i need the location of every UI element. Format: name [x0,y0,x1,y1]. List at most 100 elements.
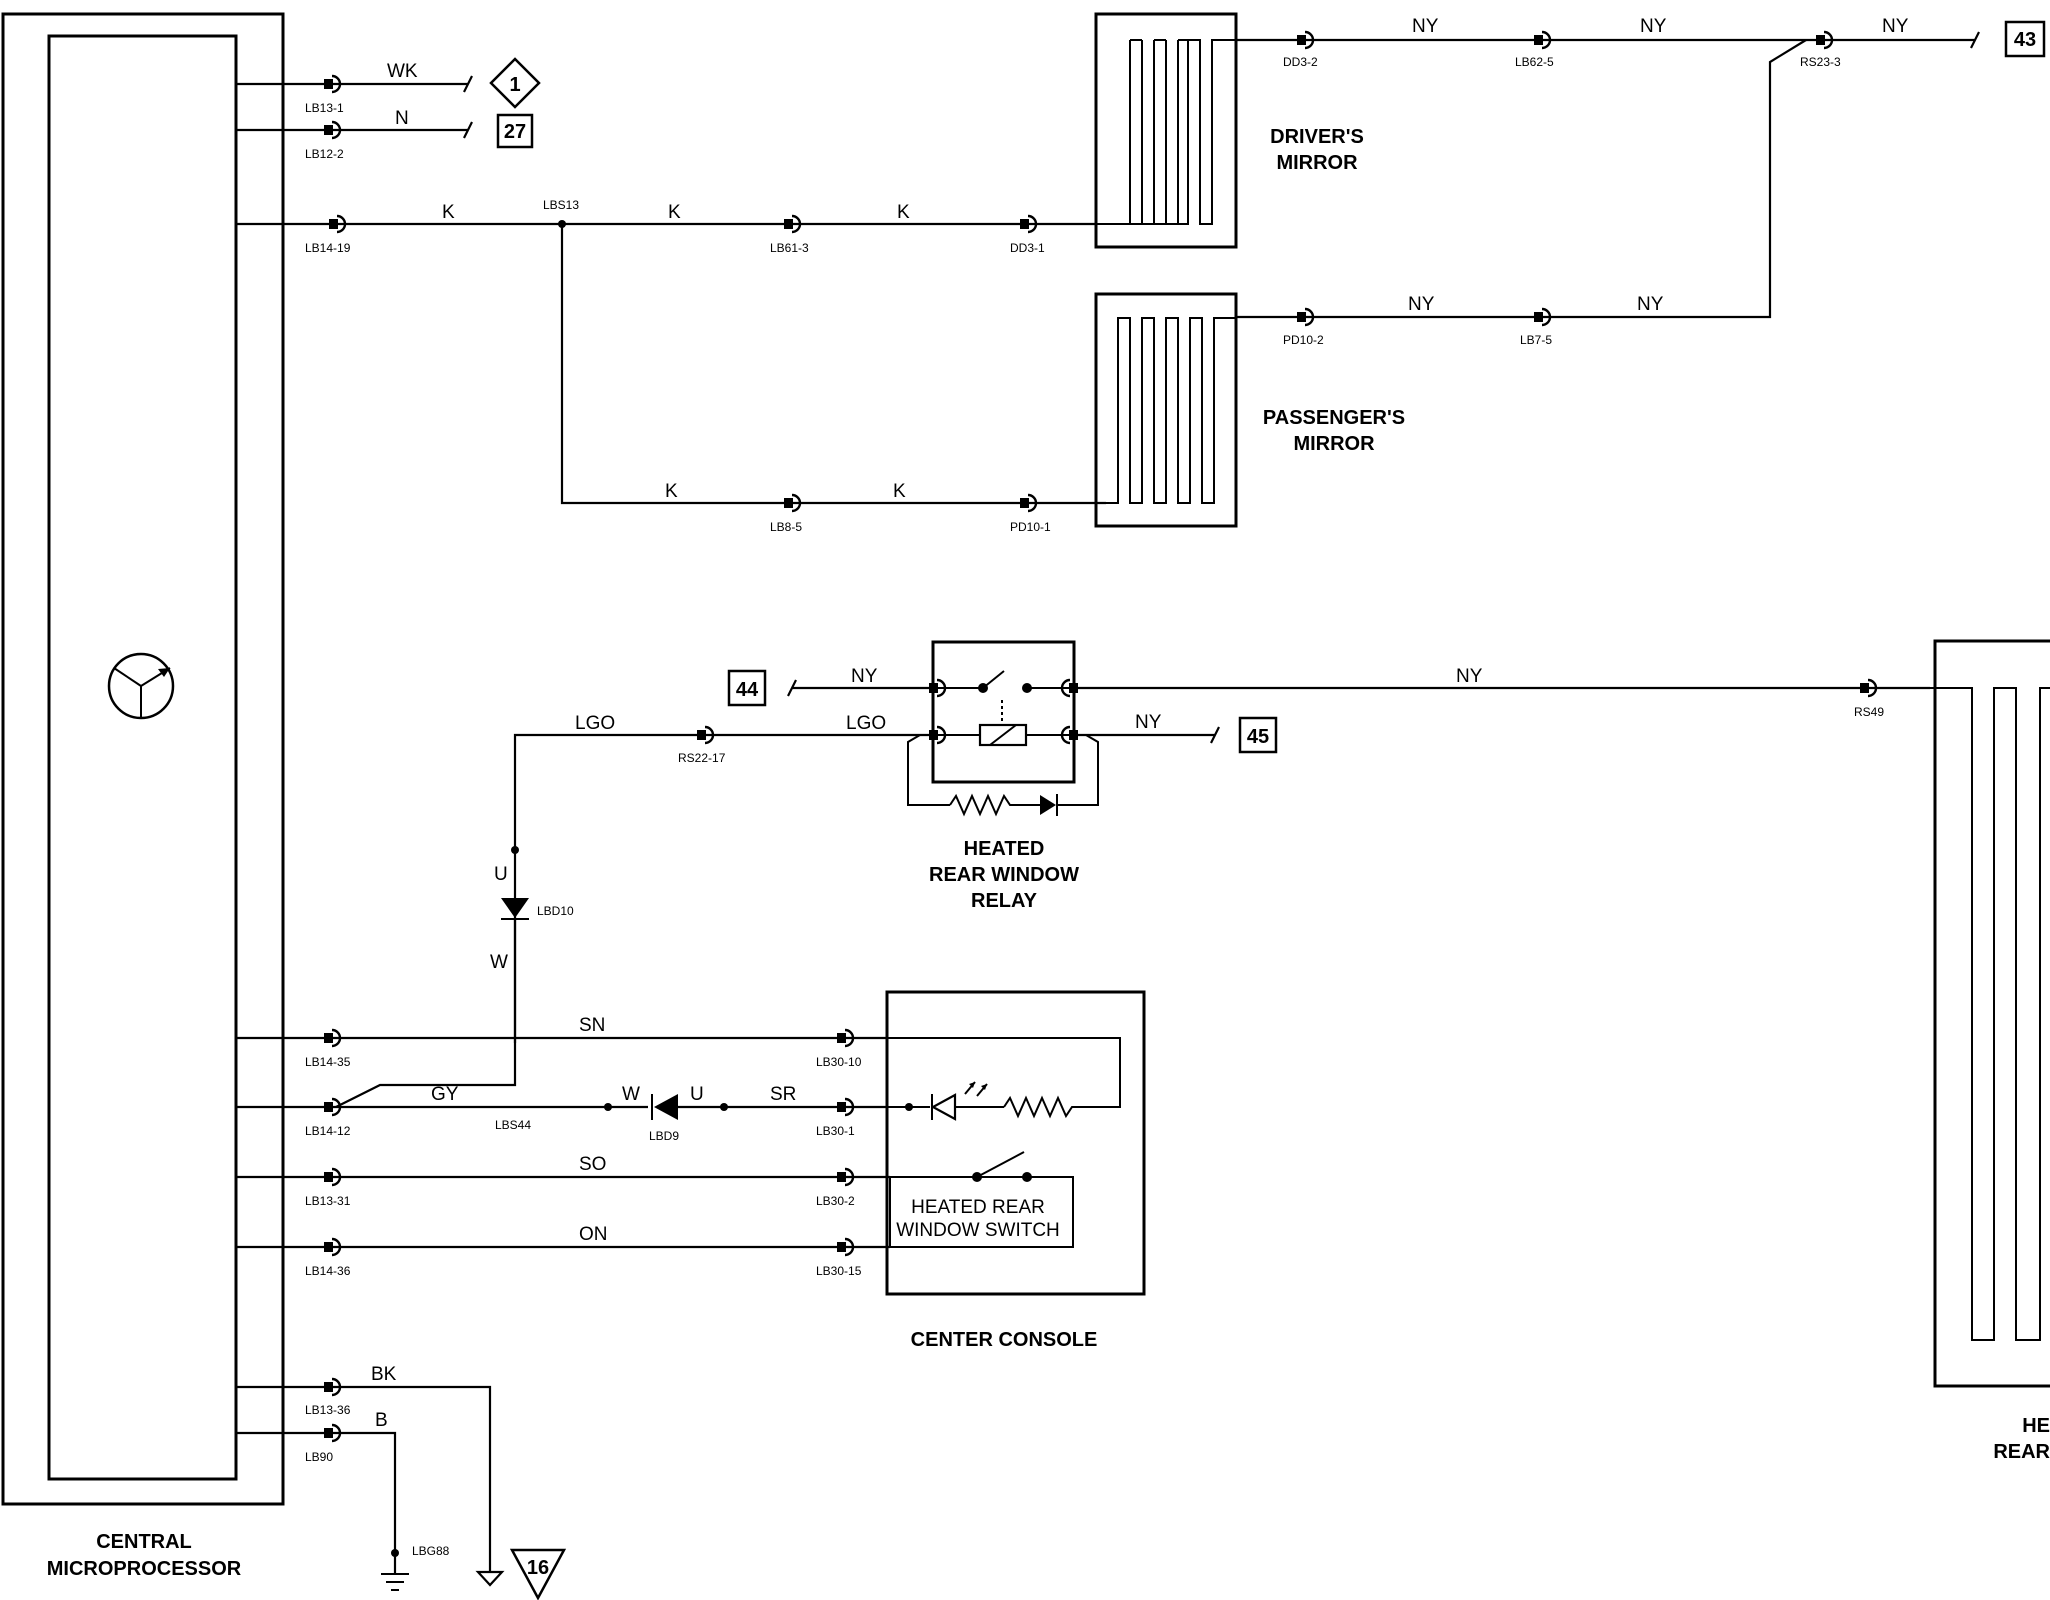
pin-label: LB14-35 [305,1055,351,1069]
ground-wires: LB13-36 BK 16 LB90 B LBG88 [236,1364,567,1600]
relay-label-3: RELAY [971,890,1038,912]
pin-label: PD10-2 [1283,333,1324,347]
pin-label: LB30-2 [816,1194,855,1208]
switch-label-1: HEATED REAR [911,1197,1045,1218]
diode-label: LBD9 [649,1129,679,1143]
ref-label: 1 [509,74,520,96]
console-wires: LB14-35 LB30-10 SN LB14-12 GY LBS44 W LB… [236,919,913,1278]
ground-arrow-icon [475,1570,505,1587]
drivers-mirror-label-2: MIRROR [1276,152,1358,174]
wire-color-label: K [893,481,906,502]
pin-label: DD3-1 [1010,241,1045,255]
wire-color-label: NY [851,666,878,687]
ref-label: 27 [504,121,526,143]
wire-color-label: ON [579,1224,608,1245]
diode-lbd10 [501,898,529,918]
wire-color-label: SN [579,1015,605,1036]
wire-color-label: W [622,1084,640,1105]
heated-rear-window-relay: HEATED REAR WINDOW RELAY [907,640,1099,912]
n-wire: LB12-2 N 27 [236,108,534,161]
wire-color-label: K [665,481,678,502]
pin-label: LB61-3 [770,241,809,255]
pin-label: LB8-5 [770,520,802,534]
ref-box-44 [727,669,767,707]
ref-triangle-16 [509,1548,567,1600]
wire-color-label: N [395,108,409,129]
pin-label: RS22-17 [678,751,726,765]
switch-label-2: WINDOW SWITCH [896,1220,1060,1241]
relay-feed-wires: 44 NY RS49 NY NY 45 RS22-17 LGO LGO U LB… [490,666,1930,1043]
ref-box-43 [2004,20,2046,58]
passengers-mirror-label-1: PASSENGER'S [1263,407,1405,429]
pin-label: LB13-36 [305,1403,351,1417]
wire-color-label: B [375,1410,388,1431]
pin-label: LB7-5 [1520,333,1552,347]
wire-color-label: SR [770,1084,796,1105]
ground-icon [381,1573,409,1591]
wire-color-label: NY [1637,294,1664,315]
drivers-mirror-label-1: DRIVER'S [1270,126,1364,148]
ref-label: 16 [527,1557,549,1579]
center-console-label: CENTER CONSOLE [911,1329,1098,1351]
wire-color-label: LGO [846,713,886,734]
wire-color-label: K [668,202,681,223]
passengers-mirror-label-2: MIRROR [1293,433,1375,455]
ny-mirror-return-wires: DD3-2 LB62-5 RS23-3 NY NY NY 43 PD10-2 L… [1236,16,2046,347]
wire-color-label: U [690,1084,704,1105]
ref-box-27 [496,113,534,149]
wire-color-label: K [442,202,455,223]
wire-color-label: BK [371,1364,397,1385]
pin-label: DD3-2 [1283,55,1318,69]
pin-label: RS49 [1854,705,1884,719]
pin-label: LB90 [305,1450,333,1464]
central-microprocessor-label-1: CENTRAL [96,1531,192,1553]
relay-label-2: REAR WINDOW [929,864,1079,886]
wire-color-label: WK [387,61,418,82]
pin-label: LB12-2 [305,147,344,161]
central-microprocessor-label-2: MICROPROCESSOR [47,1558,242,1580]
wk-wire: LB13-1 WK 1 [236,57,541,115]
wire-color-label: K [897,202,910,223]
diode-lbd9 [654,1094,678,1120]
pin-label: LB13-1 [305,101,344,115]
pin-label: LB30-15 [816,1264,862,1278]
relay-label-1: HEATED [964,838,1045,860]
pin-label: LB14-19 [305,241,351,255]
wire-color-label: NY [1412,16,1439,37]
k-feed-wires: LB14-19 LBS13 LB61-3 DD3-1 K K K LB8-5 P… [236,198,1106,534]
splice-label: LBS13 [543,198,579,212]
rear-window-label-2: REAR [1993,1441,2050,1463]
wire-color-label: NY [1135,712,1162,733]
ref-label: 44 [736,679,759,701]
ref-box-45 [1238,716,1278,754]
pin-label: RS23-3 [1800,55,1841,69]
ground-label: LBG88 [412,1544,450,1558]
ref-diamond-1 [489,57,541,109]
pin-label: PD10-1 [1010,520,1051,534]
wire-color-label: NY [1456,666,1483,687]
wire-color-label: SO [579,1154,606,1175]
pin-label: LB14-12 [305,1124,351,1138]
heated-rear-window-element: HE REAR [1930,639,2050,1463]
wire-color-label: NY [1640,16,1667,37]
drivers-mirror: DRIVER'S MIRROR [1094,12,1364,249]
passengers-mirror: PASSENGER'S MIRROR [1094,292,1405,528]
pin-label: LB30-10 [816,1055,862,1069]
wire-color-label: NY [1882,16,1909,37]
diode-label: LBD10 [537,904,574,918]
central-microprocessor: CENTRAL MICROPROCESSOR [1,12,285,1580]
splice-label: LBS44 [495,1118,531,1132]
pin-label: LB62-5 [1515,55,1554,69]
pin-label: LB30-1 [816,1124,855,1138]
ref-label: 45 [1247,726,1269,748]
led-icon [930,1093,957,1121]
pin-label: LB13-31 [305,1194,351,1208]
ref-label: 43 [2014,29,2036,51]
center-console: HEATED REAR WINDOW SWITCH CENTER CONSOLE [885,990,1146,1351]
wire-color-label: GY [431,1084,459,1105]
wire-color-label: W [490,952,508,973]
pin-label: LB14-36 [305,1264,351,1278]
rear-window-label-1: HE [2022,1415,2050,1437]
wire-color-label: LGO [575,713,615,734]
